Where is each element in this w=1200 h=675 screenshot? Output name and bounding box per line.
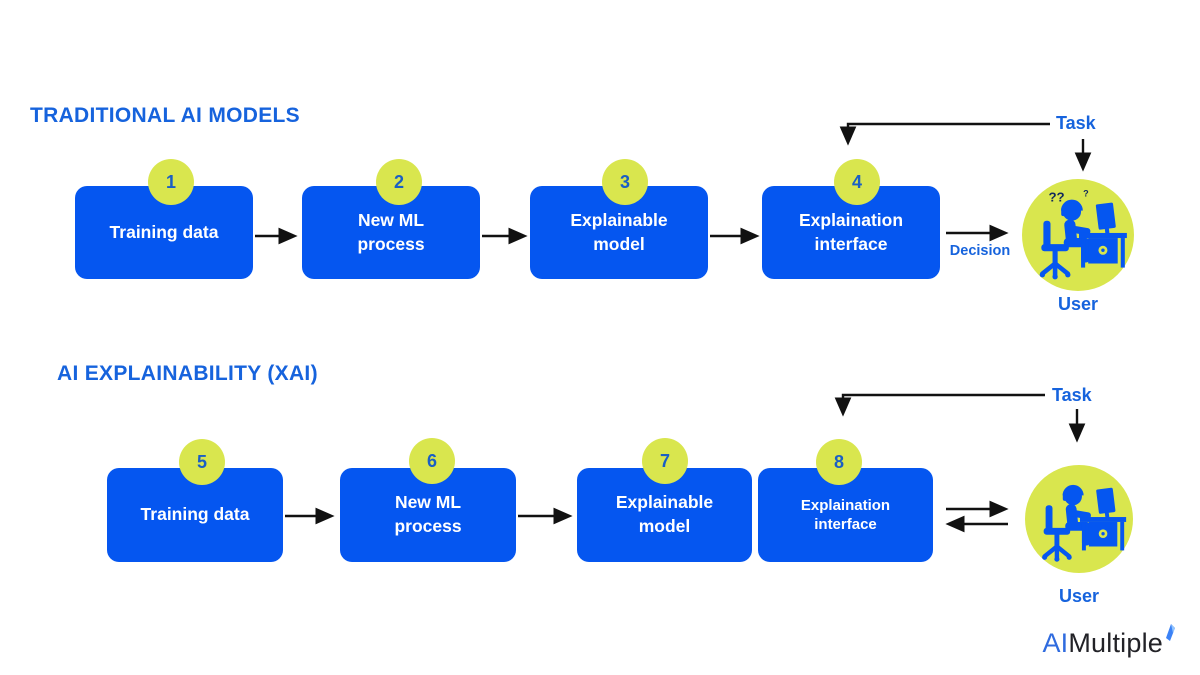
confusion-mark-single: ?: [1083, 188, 1089, 198]
step-label: Training data: [109, 221, 219, 242]
user-at-desk-icon: [1042, 484, 1127, 562]
step-label: Training data: [140, 504, 250, 525]
confusion-marks: ??: [1048, 189, 1064, 204]
user-avatar-confused: ?? ?: [1022, 179, 1134, 291]
decision-label: Decision: [949, 243, 1011, 259]
step-label: Explainable model: [615, 492, 714, 536]
step-number-badge-7: 7: [642, 438, 688, 484]
step-label: New ML process: [394, 492, 462, 536]
step-number-badge-6: 6: [409, 438, 455, 484]
task-label-1: Task: [1056, 113, 1096, 133]
step-number-badge-4: 4: [834, 159, 880, 205]
step-label: Explaination interface: [800, 496, 891, 534]
step-number-badge-2: 2: [376, 159, 422, 205]
section-heading-xai: AI EXPLAINABILITY (XAI): [57, 362, 318, 385]
task-label-2: Task: [1052, 385, 1092, 405]
step-box-explainable-model-1: Explainable model: [530, 186, 708, 279]
user-label-1: User: [1057, 294, 1099, 314]
step-number-badge-1: 1: [148, 159, 194, 205]
step-label: Explaination interface: [798, 209, 904, 254]
logo-prefix: AI: [1042, 628, 1069, 658]
arrow-task1-to-interface: [839, 122, 1050, 146]
step-number-badge-5: 5: [179, 439, 225, 485]
user-avatar: [1025, 465, 1133, 573]
logo-suffix: Multiple: [1068, 628, 1163, 658]
logo-spark-icon: [1166, 624, 1175, 641]
step-number-badge-8: 8: [816, 439, 862, 485]
step-label: New ML process: [357, 209, 425, 254]
arrow-task2-to-interface: [834, 393, 1045, 417]
step-number-badge-3: 3: [602, 159, 648, 205]
user-at-desk-confused-icon: ?? ?: [1039, 188, 1127, 280]
user-label-2: User: [1058, 586, 1100, 606]
step-label: Explainable model: [570, 209, 668, 254]
section-heading-traditional: TRADITIONAL AI MODELS: [30, 104, 300, 127]
